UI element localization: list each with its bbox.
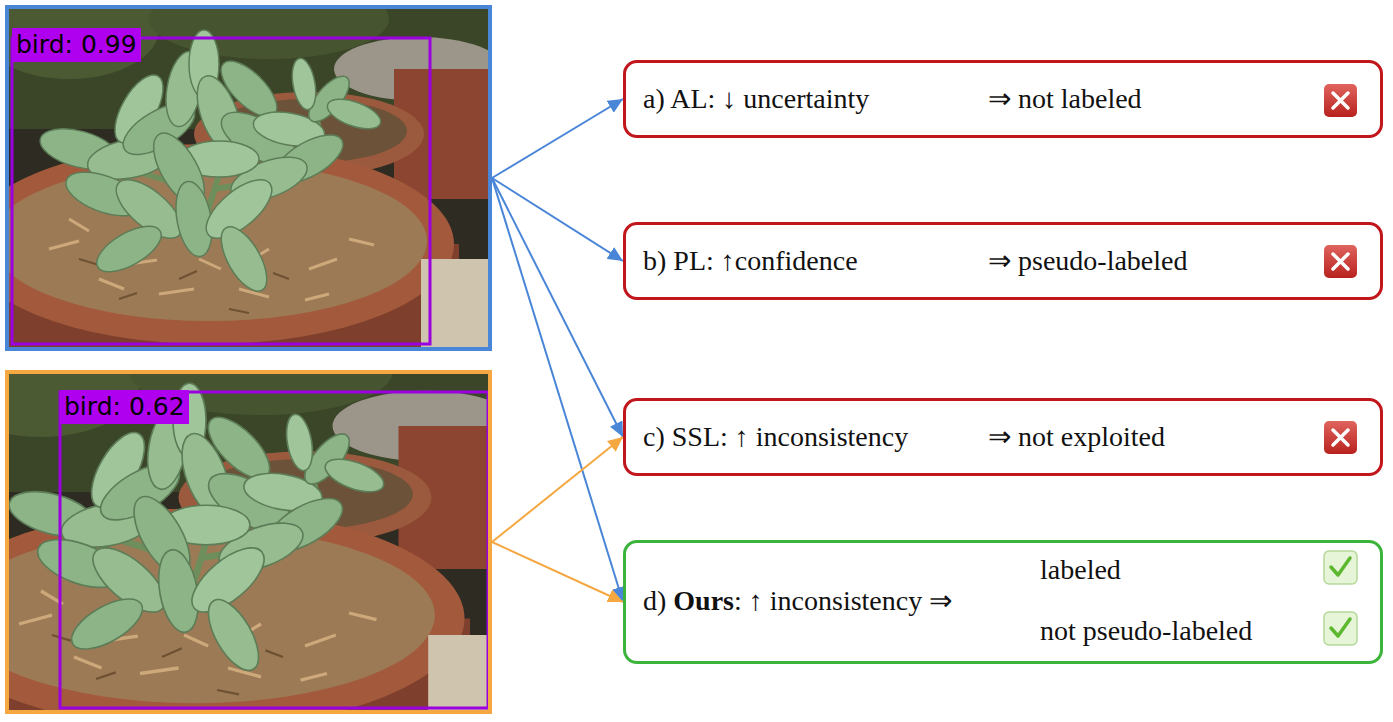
method-box: d)Ours: ↑ inconsistency ⇒ labeled not pseu… xyxy=(623,540,1383,664)
detection-label: bird: 0.62 xyxy=(60,390,189,424)
plant-photo xyxy=(9,374,488,710)
arrow-connector xyxy=(492,178,623,602)
method-box: b) PL: ↑confidence ⇒ pseudo-labeled xyxy=(623,222,1383,300)
box-text: a) AL: ↓ uncertainty xyxy=(643,82,869,116)
arrow-connector xyxy=(492,178,623,261)
method-box: c) SSL: ↑ inconsistency ⇒ not exploited xyxy=(623,398,1383,476)
cross-icon xyxy=(1324,421,1357,454)
box-text: not pseudo-labeled xyxy=(1040,614,1252,648)
check-icon xyxy=(1324,551,1357,584)
cross-icon xyxy=(1324,84,1357,117)
box-text: d) xyxy=(643,584,666,618)
method-box: a) AL: ↓ uncertainty ⇒ not labeled xyxy=(623,60,1383,138)
detection-box xyxy=(60,392,488,708)
box-text: ⇒ not exploited xyxy=(988,420,1165,454)
check-icon xyxy=(1324,612,1357,645)
arrow-connector xyxy=(492,437,623,542)
arrow-connector xyxy=(492,178,623,437)
photo-panel: bird: 0.99 xyxy=(5,5,492,351)
plant-photo xyxy=(9,374,488,710)
box-text: ⇒ not labeled xyxy=(988,82,1142,116)
box-text: ⇒ pseudo-labeled xyxy=(988,244,1188,278)
plant-photo xyxy=(9,9,488,347)
photo-panel: bird: 0.62 xyxy=(5,370,492,714)
box-text: Ours xyxy=(673,584,734,618)
detection-label: bird: 0.99 xyxy=(12,28,141,62)
box-text: labeled xyxy=(1040,553,1121,587)
cross-icon xyxy=(1324,245,1357,278)
box-text: : ↑ inconsistency ⇒ xyxy=(734,584,952,618)
box-text: c) SSL: ↑ inconsistency xyxy=(643,420,908,454)
box-text: b) PL: ↑confidence xyxy=(643,244,858,278)
arrow-connector xyxy=(492,99,623,178)
arrow-connector xyxy=(492,542,623,602)
detection-box xyxy=(12,38,430,344)
plant-photo xyxy=(9,9,488,347)
